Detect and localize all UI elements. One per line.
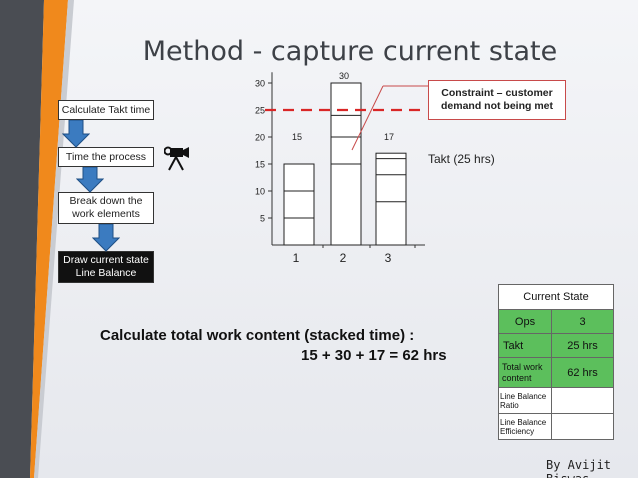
author-credit: By Avijit Biswas: [546, 458, 612, 478]
line-balance-ratio-value: [551, 387, 614, 414]
ops-value: 3: [551, 309, 614, 334]
formula-expression: 15 + 30 + 17 = 62 hrs: [301, 347, 447, 364]
down-arrow-icon: [76, 167, 104, 193]
total-work-value: 62 hrs: [551, 357, 614, 388]
y-tick-label: 5: [260, 214, 265, 224]
down-arrow-icon: [92, 224, 120, 252]
step-break-down: Break down the work elements: [58, 192, 154, 224]
x-tick-label: 1: [293, 251, 300, 265]
step-draw-current-state: Draw current state Line Balance: [58, 251, 154, 283]
takt-row-label: Takt: [498, 333, 552, 358]
table-header: Current State: [498, 284, 614, 310]
y-tick-label: 20: [255, 133, 265, 143]
takt-row-value: 25 hrs: [551, 333, 614, 358]
step-calculate-takt: Calculate Takt time: [58, 100, 154, 120]
y-tick-label: 30: [255, 79, 265, 89]
total-work-label: Total work content: [498, 357, 552, 388]
data-label: 15: [292, 132, 302, 142]
takt-label: Takt (25 hrs): [428, 152, 495, 166]
current-state-table: Current State Ops 3 Takt 25 hrs Total wo…: [498, 284, 614, 440]
slide-title: Method - capture current state: [142, 36, 558, 67]
ops-label: Ops: [498, 309, 552, 334]
line-balance-efficiency-value: [551, 413, 614, 440]
data-label: 30: [339, 71, 349, 81]
y-tick-label: 10: [255, 187, 265, 197]
bar-3: [375, 152, 407, 246]
line-balance-efficiency-label: Line Balance Efficiency: [498, 413, 552, 440]
step-time-process: Time the process: [58, 147, 154, 167]
data-label: 17: [384, 132, 394, 142]
formula-heading: Calculate total work content (stacked ti…: [100, 327, 415, 344]
callout-leader: [351, 85, 384, 151]
y-tick-label: 15: [255, 160, 265, 170]
line-balance-ratio-label: Line Balance Ratio: [498, 387, 552, 414]
x-tick-label: 3: [385, 251, 392, 265]
video-camera-icon: [164, 146, 189, 171]
dark-stripe: [0, 0, 44, 478]
constraint-callout: Constraint – customer demand not being m…: [428, 80, 566, 120]
bar-1: [283, 163, 315, 246]
work-content-formula: Calculate total work content (stacked ti…: [100, 326, 447, 364]
down-arrow-icon: [62, 120, 90, 148]
y-tick-label: 25: [255, 106, 265, 116]
x-tick-label: 2: [340, 251, 347, 265]
